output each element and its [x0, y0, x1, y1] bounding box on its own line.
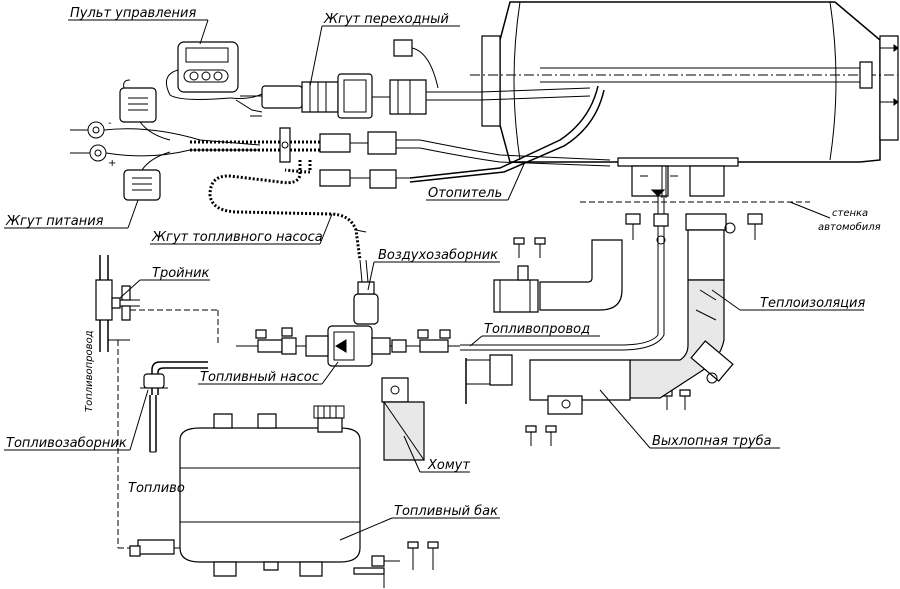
heater-fuel-line: [460, 176, 678, 350]
adapter-harness-connectors: [236, 40, 590, 118]
fuel-tank-body: [130, 406, 360, 576]
harness-braid: [190, 128, 610, 166]
control-panel-device: [166, 42, 262, 99]
vehicle-wall: [580, 202, 830, 218]
power-harness-assembly: [70, 80, 260, 200]
label-heater: Отопитель: [428, 186, 502, 201]
label-wall-line1: стенка: [832, 208, 868, 219]
label-adapter-harness: Жгут переходный: [323, 12, 449, 27]
label-air-intake: Воздухозаборник: [378, 248, 498, 263]
label-minus: -: [108, 118, 112, 129]
fuel-pump-harness-coil: [210, 160, 410, 260]
label-fuel-line-vertical: Топливопровод: [84, 330, 95, 412]
fasteners: [256, 214, 762, 588]
label-fuel: Топливо: [128, 481, 185, 496]
label-exhaust-pipe: Выхлопная труба: [652, 434, 772, 449]
label-insulation: Теплоизоляция: [760, 296, 865, 311]
fuel-pump-assembly: [236, 260, 460, 460]
heater-unit: [470, 2, 898, 198]
label-fuel-intake: Топливозаборник: [6, 436, 127, 451]
leader-lines: [4, 20, 864, 540]
fuel-intake: [140, 362, 208, 452]
label-wall-line2: автомобиля: [818, 221, 881, 233]
label-control-panel: Пульт управления: [70, 6, 196, 21]
label-fuel-pump: Топливный насос: [200, 370, 319, 385]
label-power-harness: Жгут питания: [5, 214, 104, 229]
label-clamp: Хомут: [427, 458, 470, 473]
label-plus: +: [108, 158, 116, 169]
label-fuel-tank: Топливный бак: [394, 504, 498, 519]
exhaust-pipe-assembly: [466, 214, 735, 414]
label-fuel-pump-harness: Жгут топливного насоса: [151, 230, 323, 245]
heater-air-duct: [410, 86, 604, 182]
label-fuel-line: Топливопровод: [484, 322, 590, 337]
air-intake-elbow: [494, 240, 622, 312]
label-tee: Тройник: [152, 266, 210, 281]
